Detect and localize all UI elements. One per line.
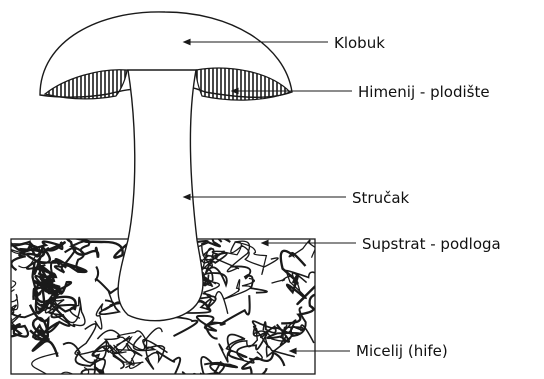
label-mycelium: Micelij (hife) <box>356 342 448 360</box>
pointer-stipe <box>184 195 346 200</box>
label-stipe: Stručak <box>352 189 409 207</box>
label-cap: Klobuk <box>334 34 385 52</box>
label-hymenium: Himenij - plodište <box>358 83 490 101</box>
label-substrate: Supstrat - podloga <box>362 235 501 253</box>
